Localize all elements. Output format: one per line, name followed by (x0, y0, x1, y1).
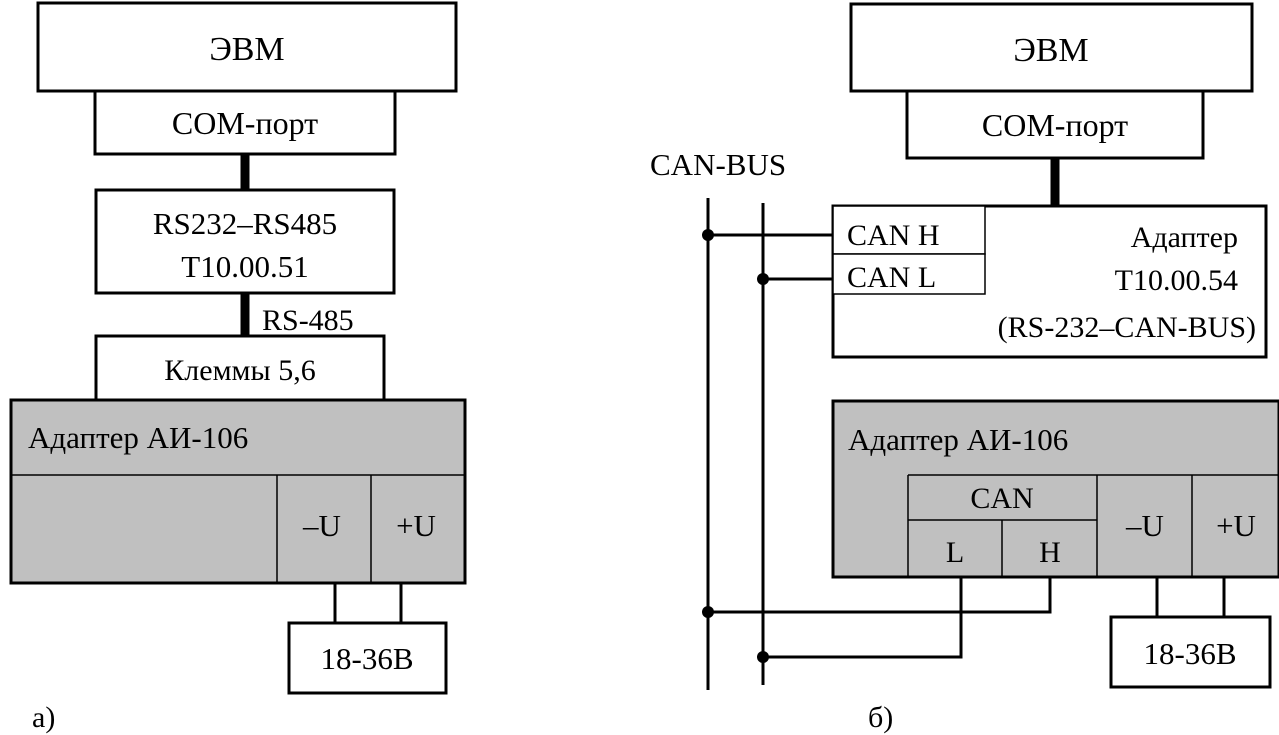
panel-b-adapter-line1: Адаптер (1131, 221, 1238, 254)
panel-b-com-port-label: COM-порт (982, 107, 1128, 143)
panel-a-caption: а) (32, 701, 55, 734)
panel-b: CAN-BUS ЭВМ COM-порт CAN H CAN L Адаптер… (650, 2, 1279, 734)
panel-b-power-box (1109, 615, 1272, 689)
panel-a-minus-u: –U (302, 508, 341, 543)
panel-a-rs485-label: RS-485 (262, 304, 354, 337)
panel-b-plus-u: +U (1216, 508, 1256, 543)
panel-b-device-title: Адаптер АИ-106 (848, 422, 1068, 457)
panel-a-plus-u: +U (396, 508, 436, 543)
panel-a-device-title: Адаптер АИ-106 (28, 420, 248, 455)
panel-b-evm-box (849, 2, 1254, 93)
panel-a-converter-line1: RS232–RS485 (153, 206, 337, 241)
panel-b-caption: б) (868, 701, 893, 734)
panel-a-com-port-box (93, 89, 397, 156)
panel-b-power-label: 18-36В (1144, 636, 1237, 671)
panel-a-terminals-label: Клеммы 5,6 (164, 354, 315, 387)
panel-b-minus-u: –U (1125, 508, 1164, 543)
panel-b-device-l-wire (763, 577, 963, 659)
panel-a-converter-line2: Т10.00.51 (181, 249, 308, 284)
panel-b-com-port-box (905, 89, 1205, 160)
panel-b-adapter-line2: Т10.00.54 (1115, 264, 1238, 297)
panel-b-adapter-line3: (RS-232–CAN-BUS) (998, 311, 1256, 344)
panel-a-evm-box (36, 1, 458, 93)
panel-b-can-l-cell (832, 253, 986, 295)
panel-a: ЭВМ COM-порт RS232–RS485 Т10.00.51 RS-48… (9, 1, 467, 734)
panel-b-evm-label: ЭВМ (1013, 32, 1088, 69)
panel-b-junction-h-top (702, 229, 714, 241)
panel-a-evm-label: ЭВМ (209, 31, 284, 68)
panel-b-can-h-short: H (1039, 536, 1061, 569)
panel-b-can-l-short: L (946, 536, 964, 569)
panel-b-bus-label: CAN-BUS (650, 147, 786, 182)
panel-b-device-h-wire (708, 577, 1052, 614)
panel-a-power-label: 18-36В (321, 641, 414, 676)
panel-a-device-box (9, 398, 467, 585)
panel-b-junction-h-bottom (702, 606, 714, 618)
panel-a-com-port-label: COM-порт (172, 105, 318, 141)
panel-b-junction-l-top (757, 273, 769, 285)
panel-a-terminals-box (94, 334, 386, 402)
panel-b-junction-l-bottom (757, 651, 769, 663)
panel-b-can-l-label: CAN L (847, 261, 936, 294)
panel-b-can-header: CAN (970, 482, 1033, 515)
panel-a-power-box (287, 621, 448, 695)
panel-b-can-h-cell (832, 205, 986, 255)
panel-b-can-h-label: CAN H (847, 219, 940, 252)
